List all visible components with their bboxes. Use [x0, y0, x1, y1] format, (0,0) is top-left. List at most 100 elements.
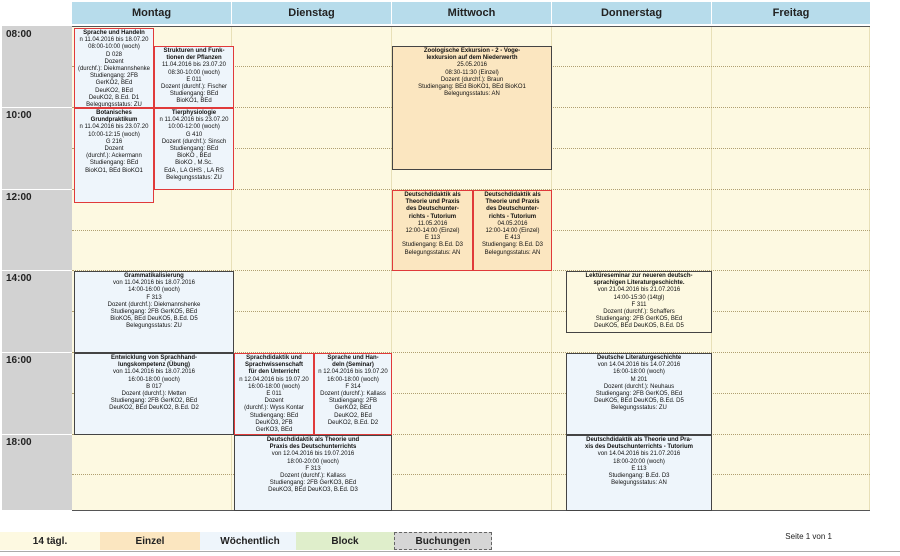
event-title: Grundpraktikum [90, 117, 138, 124]
event-detail: von 14.04.2016 bis 21.07.2016 [597, 451, 681, 458]
event-title: Sprache und Handeln [83, 30, 145, 36]
time-label: 12:00 [6, 192, 32, 203]
event-detail: Studiengang: B.Ed. D3 [481, 242, 544, 249]
day-header-monday: Montag [72, 2, 232, 24]
event-detail: 18:00-20:00 (woch) [287, 458, 339, 465]
event-detail: 25.05.2016 [456, 62, 488, 69]
time-label: 14:00 [6, 273, 32, 284]
time-divider [2, 189, 72, 190]
grid-line [72, 434, 870, 435]
time-label: 10:00 [6, 110, 32, 121]
legend-buchungen: Buchungen [394, 532, 492, 550]
event-detail: (durchf.): Ackermann [86, 153, 142, 160]
event-detail: Belegungsstatus: AN [404, 249, 461, 256]
event-detail: BioKO1, BEd BioKO1 [85, 167, 143, 174]
event-detail: 12:00-14:00 (Einzel) [405, 228, 460, 235]
event-detail: GerKO2, BEd [95, 80, 133, 87]
event-title: Entwicklung von Sprachhand- [110, 355, 197, 361]
event-detail: BioKO5, BEd DeuKO5, B.Ed. D5 [110, 316, 198, 323]
grid-line [72, 393, 870, 394]
event-detail: 04.05.2016 [497, 220, 528, 227]
event-detail: Studiengang: BEd [249, 412, 299, 419]
day-column-friday [712, 26, 870, 510]
time-column [2, 26, 72, 510]
event-detail: Dozent (durchf.): Fischer [160, 84, 228, 91]
event-detail: Dozent (durchf.): Braun [440, 76, 504, 83]
event-title: Lektüreseminar zur neueren deutsch- [585, 273, 693, 279]
event-title: lexkursion auf dem Niederwerth [426, 55, 518, 62]
event-detail: Dozent (durchf.): Diekmannshenke [107, 301, 201, 308]
event-detail: E 011 [266, 391, 282, 398]
event-detail: von 21.04.2016 bis 21.07.2016 [597, 287, 681, 294]
event-title: xis des Deutschunterrichts - Tutorium [585, 444, 693, 451]
event-detail: Studiengang: 2FB GerKO5, BEd [595, 391, 683, 398]
event-detail: (durchf.): Wyss Kontar [244, 405, 304, 412]
event-detail: Studiengang: B.Ed. D3 [608, 473, 670, 480]
event-detail: n 11.04.2016 bis 23.07.20 [79, 124, 149, 131]
event-title: Sprache und Han- [327, 355, 379, 361]
grid-line [72, 189, 870, 190]
event-detail: Belegungsstatus: AN [444, 91, 500, 98]
event-lektuereseminar[interactable]: Lektüreseminar zur neueren deutsch-sprac… [566, 271, 712, 333]
event-zoologische-exkursion[interactable]: Zoologische Exkursion - 2 - Voge-lexkurs… [392, 46, 552, 170]
time-label: 16:00 [6, 355, 32, 366]
event-detail: Belegungsstatus: ZU [166, 174, 222, 181]
legend-14-taeglich: 14 tägl. [0, 532, 100, 550]
event-detail: n 12.04.2016 bis 19.07.20 [318, 369, 388, 376]
time-label: 08:00 [6, 29, 32, 40]
time-divider [2, 434, 72, 435]
event-detail: 08:30-10:00 (woch) [168, 69, 220, 76]
event-entwicklung-von-sprachhandlungskompetenz[interactable]: Entwicklung von Sprachhand-lungskompeten… [74, 353, 234, 435]
event-detail: DeuKO2, BEd DeuKO2, B.Ed. D2 [109, 405, 199, 412]
event-title: Sprachwissenschaft [244, 362, 304, 369]
event-title: Sprachdidaktik und [246, 355, 302, 361]
event-title: Tierphysiologie [171, 110, 217, 116]
event-detail: 16:00-18:00 (woch) [248, 383, 300, 390]
event-detail: DeuKO2, BEd [334, 412, 372, 419]
event-detail: E 113 [424, 235, 441, 242]
event-detail: 16:00-18:00 (woch) [327, 376, 379, 383]
event-detail: E 413 [504, 235, 521, 242]
event-detail: GerKO3, BEd [255, 427, 293, 434]
event-detail: Studiengang: 2FB [328, 398, 378, 405]
event-detail: D 028 [105, 51, 122, 58]
event-detail: E 113 [631, 465, 647, 472]
event-detail: Belegungsstatus: ZU [611, 405, 667, 412]
event-title: Deutschdidaktik als [404, 192, 461, 198]
event-detail: Studiengang: B.Ed. D3 [401, 242, 464, 249]
event-detail: DeuKO5, BEd DeuKO5, B.Ed. D5 [594, 398, 684, 405]
event-detail: DeuKO3, BEd DeuKO3, B.Ed. D3 [268, 487, 358, 494]
event-detail: 10:00-12:15 (woch) [88, 131, 140, 138]
time-divider [2, 107, 72, 108]
event-detail: G 410 [185, 131, 203, 138]
event-detail: 08:30-11:30 (Einzel) [445, 69, 499, 76]
event-sprache-und-handeln-seminar[interactable]: Sprache und Han-deln (Seminar)n 12.04.20… [314, 353, 392, 435]
event-title: Botanisches [96, 110, 132, 116]
event-detail: E 011 [186, 76, 202, 83]
event-deutschdidaktik-tutorium-do[interactable]: Deutschdidaktik als Theorie und Pra-xis … [566, 435, 712, 511]
event-detail: 18:00-20:00 (woch) [613, 458, 665, 465]
day-header-tuesday: Dienstag [232, 2, 392, 24]
event-title: richts - Tutorium [488, 213, 537, 220]
event-detail: Dozent (durchf.): Metten [121, 391, 187, 398]
event-detail: von 11.04.2016 bis 18.07.2016 [113, 369, 195, 376]
event-detail: DeuKO2, B.Ed. D2 [327, 419, 379, 426]
event-detail: 14:00-16:00 (woch) [128, 287, 180, 294]
event-detail: 10:00-12:00 (woch) [168, 124, 220, 131]
event-detail: n 12.04.2016 bis 19.07.20 [239, 376, 309, 383]
event-title: Deutschdidaktik als Theorie und [266, 437, 360, 443]
event-detail: 14:00-15:30 (14tgl) [613, 294, 665, 301]
event-detail: Dozent [264, 398, 284, 405]
event-detail: Belegungsstatus: AN [484, 249, 541, 256]
event-title: tionen der Pflanzen [166, 55, 222, 62]
